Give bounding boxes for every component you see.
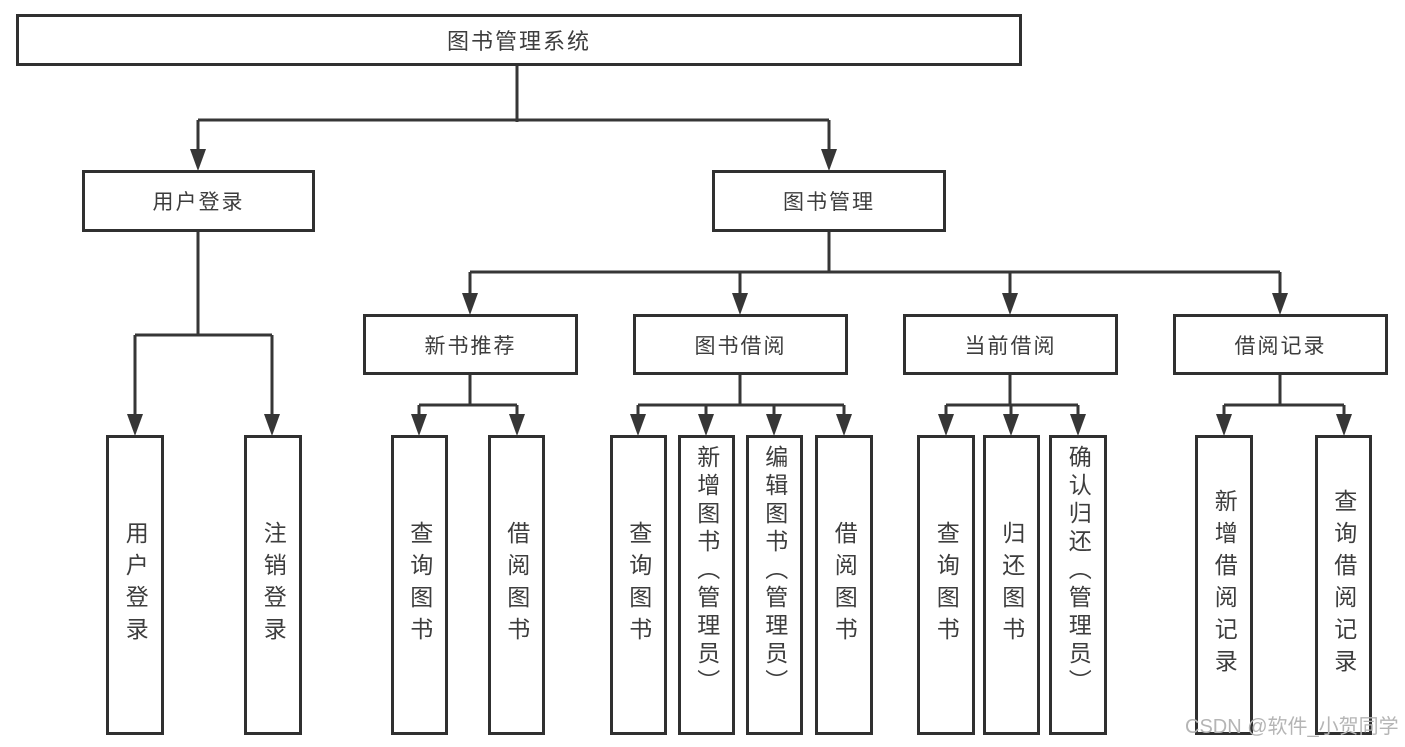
leaf-return-book-label: 归还图书	[998, 521, 1025, 649]
leaf-logout: 注销登录	[244, 435, 302, 735]
node-current-borrow: 当前借阅	[903, 314, 1118, 375]
leaf-edit-book-admin: 编辑图书（管理员）	[746, 435, 803, 735]
node-new-book-recommend-label: 新书推荐	[424, 334, 517, 358]
node-book-management: 图书管理	[712, 170, 946, 232]
leaf-add-book-admin-label: 新增图书（管理员）	[693, 445, 720, 697]
leaf-recommend-query-book: 查询图书	[391, 435, 448, 735]
leaf-query-borrow-record: 查询借阅记录	[1315, 435, 1372, 735]
leaf-current-query-book-label: 查询图书	[933, 521, 960, 649]
node-book-borrow-label: 图书借阅	[694, 334, 787, 358]
leaf-recommend-borrow-book-label: 借阅图书	[503, 521, 530, 649]
leaf-add-borrow-record-label: 新增借阅记录	[1211, 489, 1238, 681]
leaf-borrow-query-book-label: 查询图书	[625, 521, 652, 649]
node-book-management-label: 图书管理	[783, 191, 875, 214]
leaf-user-login-label: 用户登录	[122, 521, 149, 649]
leaf-edit-book-admin-label: 编辑图书（管理员）	[761, 445, 788, 697]
leaf-borrow-borrow-book-label: 借阅图书	[831, 521, 858, 649]
leaf-confirm-return-admin-label: 确认归还（管理员）	[1065, 445, 1092, 697]
node-user-login-label: 用户登录	[152, 191, 245, 214]
leaf-query-borrow-record-label: 查询借阅记录	[1330, 489, 1357, 681]
leaf-borrow-query-book: 查询图书	[610, 435, 667, 735]
leaf-user-login: 用户登录	[106, 435, 164, 735]
leaf-confirm-return-admin: 确认归还（管理员）	[1049, 435, 1107, 735]
node-root-label: 图书管理系统	[446, 29, 591, 54]
csdn-watermark: CSDN @软件_小贺同学	[1185, 716, 1399, 738]
leaf-recommend-borrow-book: 借阅图书	[488, 435, 545, 735]
node-current-borrow-label: 当前借阅	[964, 334, 1057, 358]
node-book-borrow: 图书借阅	[633, 314, 848, 375]
leaf-recommend-query-book-label: 查询图书	[406, 521, 433, 649]
node-new-book-recommend: 新书推荐	[363, 314, 578, 375]
leaf-add-book-admin: 新增图书（管理员）	[678, 435, 735, 735]
leaf-add-borrow-record: 新增借阅记录	[1195, 435, 1253, 735]
leaf-logout-label: 注销登录	[260, 521, 287, 649]
leaf-return-book: 归还图书	[983, 435, 1040, 735]
node-root: 图书管理系统	[16, 14, 1022, 66]
node-user-login: 用户登录	[82, 170, 315, 232]
leaf-current-query-book: 查询图书	[917, 435, 975, 735]
node-borrow-records-label: 借阅记录	[1234, 334, 1327, 358]
node-borrow-records: 借阅记录	[1173, 314, 1388, 375]
leaf-borrow-borrow-book: 借阅图书	[815, 435, 873, 735]
